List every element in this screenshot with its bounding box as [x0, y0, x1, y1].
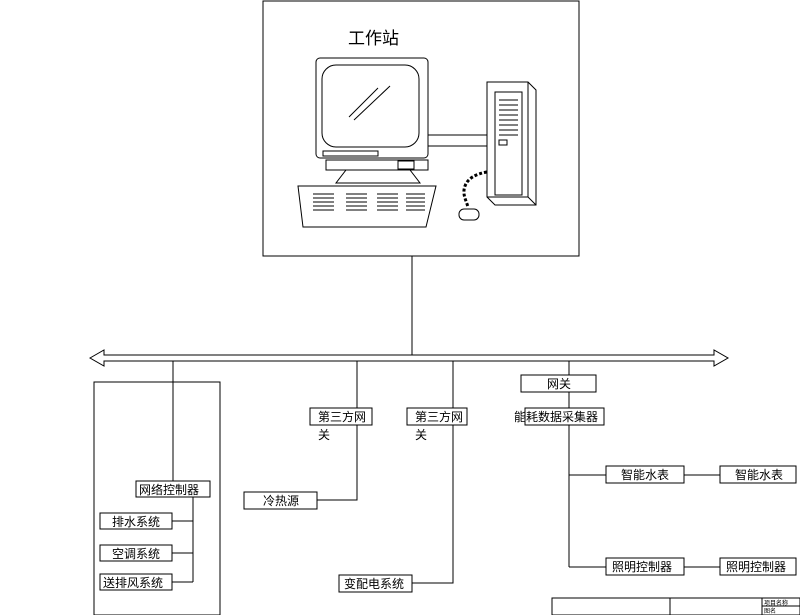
title-block-project: 项目名称 [764, 599, 788, 607]
title-block: 项目名称 图名 [551, 597, 800, 615]
smart-water-meter-1-label: 智能水表 [621, 467, 669, 482]
third-party-gateway-1-box [309, 407, 373, 426]
ac-system-label: 空调系统 [112, 547, 160, 561]
third-party-gateway-2-label: 第三方网 [415, 409, 463, 424]
title-block-drawing: 图名 [764, 607, 776, 615]
third-party-gateway-1-label: 第三方网 [318, 409, 366, 424]
energy-collector-label: 能耗数据采集器 [514, 409, 598, 424]
computer-tower-icon [486, 81, 537, 206]
mouse-icon [458, 170, 488, 221]
third-party-gateway-2-label-cont: 关 [415, 428, 427, 442]
keyboard-icon [297, 185, 437, 228]
ventilation-system-label: 送排风系统 [103, 575, 163, 590]
network-controller-label: 网络控制器 [139, 482, 199, 497]
gateway-label: 网关 [547, 377, 571, 391]
cold-heat-source-label: 冷热源 [263, 494, 299, 508]
third-party-gateway-2-box [406, 407, 468, 426]
power-distribution-box [338, 574, 413, 593]
power-distribution-label: 变配电系统 [344, 576, 404, 591]
network-controller-box [135, 480, 211, 498]
workstation-title: 工作站 [348, 29, 399, 49]
bus-arrow [88, 349, 730, 367]
smart-water-meter-2-box [719, 465, 797, 484]
third-party-gateway-1-label-cont: 关 [318, 428, 330, 442]
drainage-system-label: 排水系统 [112, 515, 160, 529]
lighting-controller-2-label: 照明控制器 [726, 560, 786, 574]
smart-water-meter-2-label: 智能水表 [735, 467, 783, 482]
monitor-icon [315, 57, 429, 184]
gateway1-to-cold-heat [317, 425, 358, 501]
gateway-box [520, 374, 597, 393]
gateway2-to-power [412, 425, 454, 584]
cold-heat-source-box [243, 491, 318, 510]
energy-collector-box [524, 407, 605, 426]
lighting-controller-1-label: 照明控制器 [612, 560, 672, 574]
lighting-controller-2-box [719, 557, 797, 576]
